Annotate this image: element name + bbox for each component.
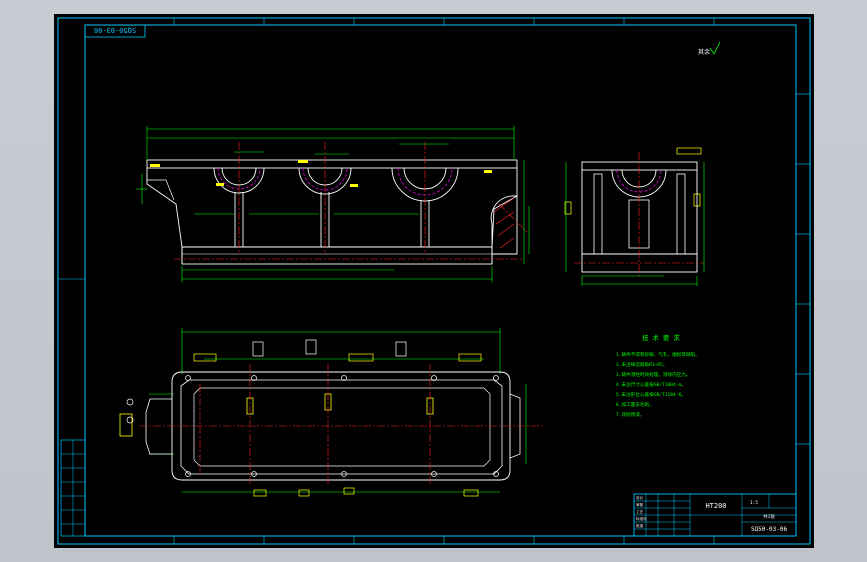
title-block-label: 设计: [636, 495, 644, 500]
tech-req-lines: 1.铸件不得有砂眼、气孔、缩松等缺陷。 2.未注铸造圆角R3~R5。 3.铸件须经时…: [616, 351, 700, 418]
tech-req-line: 3.铸件须经时效处理，消除内应力。: [616, 371, 690, 378]
side-view: [564, 147, 705, 286]
technical-requirements: 技 术 要 求 1.铸件不得有砂眼、气孔、缩松等缺陷。 2.未注铸造圆角R3~R5…: [616, 333, 700, 418]
part-code-label: SQ50-03-06: [751, 526, 788, 533]
drawing-sheet[interactable]: SQ50-03-06 其余: [54, 14, 814, 548]
outer-border: [57, 17, 811, 545]
title-block-label: 审核: [636, 502, 644, 507]
tech-req-line: 2.未注铸造圆角R3~R5。: [616, 361, 668, 368]
title-block-label: 批准: [636, 523, 644, 528]
tech-req-line: 4.未注尺寸公差按GB/T1804-m。: [616, 381, 686, 388]
title-block-label: 工艺: [636, 509, 644, 514]
rotated-code-box: SQ50-03-06: [84, 24, 146, 38]
tech-req-title: 技 术 要 求: [642, 333, 680, 342]
tech-req-line: 5.未注形位公差按GB/T1184-K。: [616, 391, 686, 398]
tech-req-line: 1.铸件不得有砂眼、气孔、缩松等缺陷。: [616, 351, 700, 358]
tech-req-line: 7.涂防锈漆。: [616, 411, 645, 418]
sheet-label: 共1张: [763, 513, 775, 520]
left-side-table: [60, 439, 86, 537]
inner-frame: [84, 24, 797, 537]
zone-ticks: [58, 18, 810, 544]
title-block-label: 标准化: [636, 516, 647, 521]
drawing-canvas: SQ50-03-06 其余: [57, 17, 811, 545]
material-label: HT200: [705, 502, 726, 510]
roughness-note: 其余: [698, 41, 721, 56]
rotated-part-code: SQ50-03-06: [94, 26, 136, 34]
scale-label: 1:5: [750, 500, 758, 506]
tech-req-line: 6.加工面去毛刺。: [616, 401, 654, 408]
svg-text:其余: 其余: [698, 48, 710, 56]
front-view: [136, 126, 530, 282]
top-view: [119, 328, 544, 497]
